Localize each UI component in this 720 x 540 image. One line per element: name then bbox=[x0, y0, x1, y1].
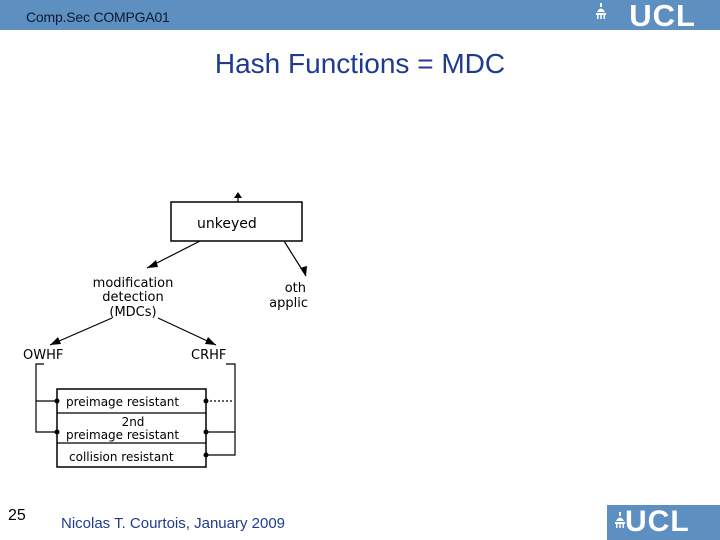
crhf-dot-2 bbox=[203, 429, 209, 435]
mdc-label-line1: modification bbox=[93, 276, 174, 291]
branch-to-crhf-arrowhead bbox=[205, 337, 216, 345]
footer-author-date: Nicolas T. Courtois, January 2009 bbox=[61, 515, 286, 532]
root-incoming-arrowhead bbox=[234, 192, 242, 198]
preimage-resistant-label: preimage resistant bbox=[66, 395, 179, 409]
crhf-label: CRHF bbox=[191, 348, 226, 363]
owhf-label: OWHF bbox=[23, 348, 63, 363]
mdc-label-line3: (MDCs) bbox=[109, 305, 156, 320]
branch-to-crhf-line bbox=[157, 317, 217, 346]
other-label-line2: applic bbox=[269, 296, 308, 311]
ucl-dome-icon bbox=[596, 3, 606, 19]
crhf-connector bbox=[206, 363, 236, 456]
crhf-dot-3 bbox=[203, 452, 209, 458]
branch-to-mdc-arrowhead bbox=[147, 260, 158, 268]
unkeyed-label: unkeyed bbox=[197, 216, 257, 232]
second-preimage-label-line1: 2nd bbox=[122, 415, 145, 429]
owhf-connector bbox=[35, 363, 57, 433]
branch-to-other-arrowhead bbox=[300, 266, 307, 276]
properties-box bbox=[56, 388, 207, 468]
page-number: 25 bbox=[8, 507, 26, 524]
branch-to-owhf-arrowhead bbox=[50, 337, 61, 345]
other-label-line1: oth bbox=[285, 281, 306, 296]
ucl-logo-top: UCL bbox=[629, 0, 696, 33]
mdc-label-line2: detection bbox=[102, 290, 163, 305]
header-bar: Comp.Sec COMPGA01 UCL bbox=[0, 0, 720, 33]
crhf-dot-1 bbox=[203, 398, 209, 404]
slide-title: Hash Functions = MDC bbox=[214, 48, 506, 79]
owhf-dot-1 bbox=[54, 398, 60, 404]
owhf-dot-2 bbox=[54, 429, 60, 435]
footer-logo-box bbox=[607, 505, 720, 540]
ucl-dome-icon bbox=[615, 512, 625, 528]
second-preimage-label-line2: preimage resistant bbox=[66, 428, 179, 442]
unkeyed-box bbox=[170, 201, 303, 242]
collision-resistant-label: collision resistant bbox=[69, 450, 174, 464]
ucl-logo-bottom: UCL bbox=[625, 505, 690, 538]
branch-to-owhf-line bbox=[49, 317, 113, 346]
course-code: Comp.Sec COMPGA01 bbox=[26, 9, 170, 25]
